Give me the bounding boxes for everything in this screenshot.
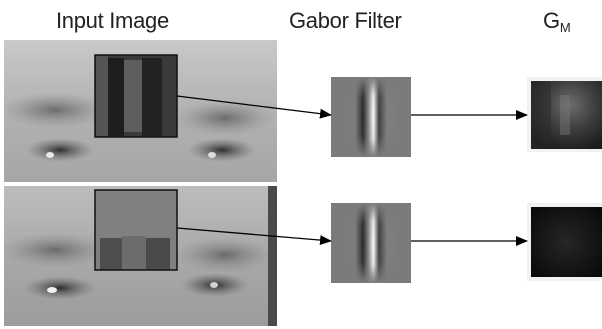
- input-image-header: Input Image: [56, 8, 169, 33]
- gm-header: GM: [543, 8, 571, 35]
- gm-header-sub: M: [559, 20, 571, 35]
- gabor-filter-bottom: [331, 203, 411, 283]
- gm-header-main: G: [543, 8, 560, 33]
- arrow-input-to-filter-top: [176, 95, 332, 119]
- gm-output-top: [527, 77, 602, 152]
- crop-box-bottom: [94, 189, 178, 271]
- gm-output-bottom: [527, 203, 602, 281]
- gabor-filter-header: Gabor Filter: [289, 8, 402, 33]
- arrow-input-to-filter-bottom: [176, 227, 332, 246]
- gabor-filter-top: [331, 77, 411, 157]
- input-face-bottom: [4, 186, 277, 326]
- input-face-top: [4, 40, 277, 182]
